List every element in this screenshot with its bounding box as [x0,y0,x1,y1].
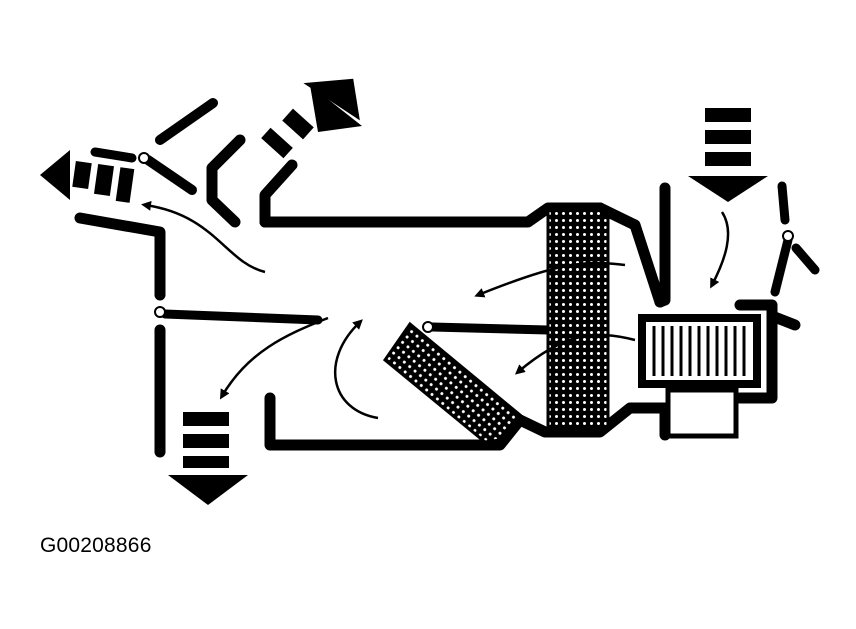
mode-door-icon [154,306,323,325]
inlet-left-wall [654,182,671,308]
airflow-arrow-icon [710,211,730,289]
blower-fan-icon [638,314,761,388]
vent-outlet-arrow-icon [261,78,362,159]
figure-id-label: G00208866 [40,534,152,557]
blower-outlet-lip [766,310,801,331]
vent-duct-wall-right [259,159,298,228]
blower-housing-right [734,299,778,404]
defrost-door-icon [138,152,197,195]
airflow-arrows [141,200,730,420]
airflow-arrow-icon [474,261,626,298]
airflow-arrow-icon [219,316,329,400]
evaporator-core-icon [546,206,610,430]
heater-core-icon [382,321,523,444]
doors [138,98,820,335]
floor-outlet-arrow-icon [168,412,248,505]
blower-motor-icon [665,387,739,439]
vent-duct-wall-left [206,134,246,228]
defrost-outlet-arrow-icon [40,147,137,203]
lower-right-wall [514,402,671,441]
recirculation-door-icon [770,181,820,297]
vent-door-icon [155,98,218,145]
airflow-arrow-icon [514,333,636,375]
blend-door-icon [422,321,553,335]
blower-duct-wall [594,202,666,308]
airflow-arrow-icon [334,319,379,420]
air-inlet-arrow-icon [688,108,768,202]
defrost-duct-wall [74,212,166,301]
housing-bottom-wall [264,392,526,451]
airflow-arrow-icon [141,200,266,274]
